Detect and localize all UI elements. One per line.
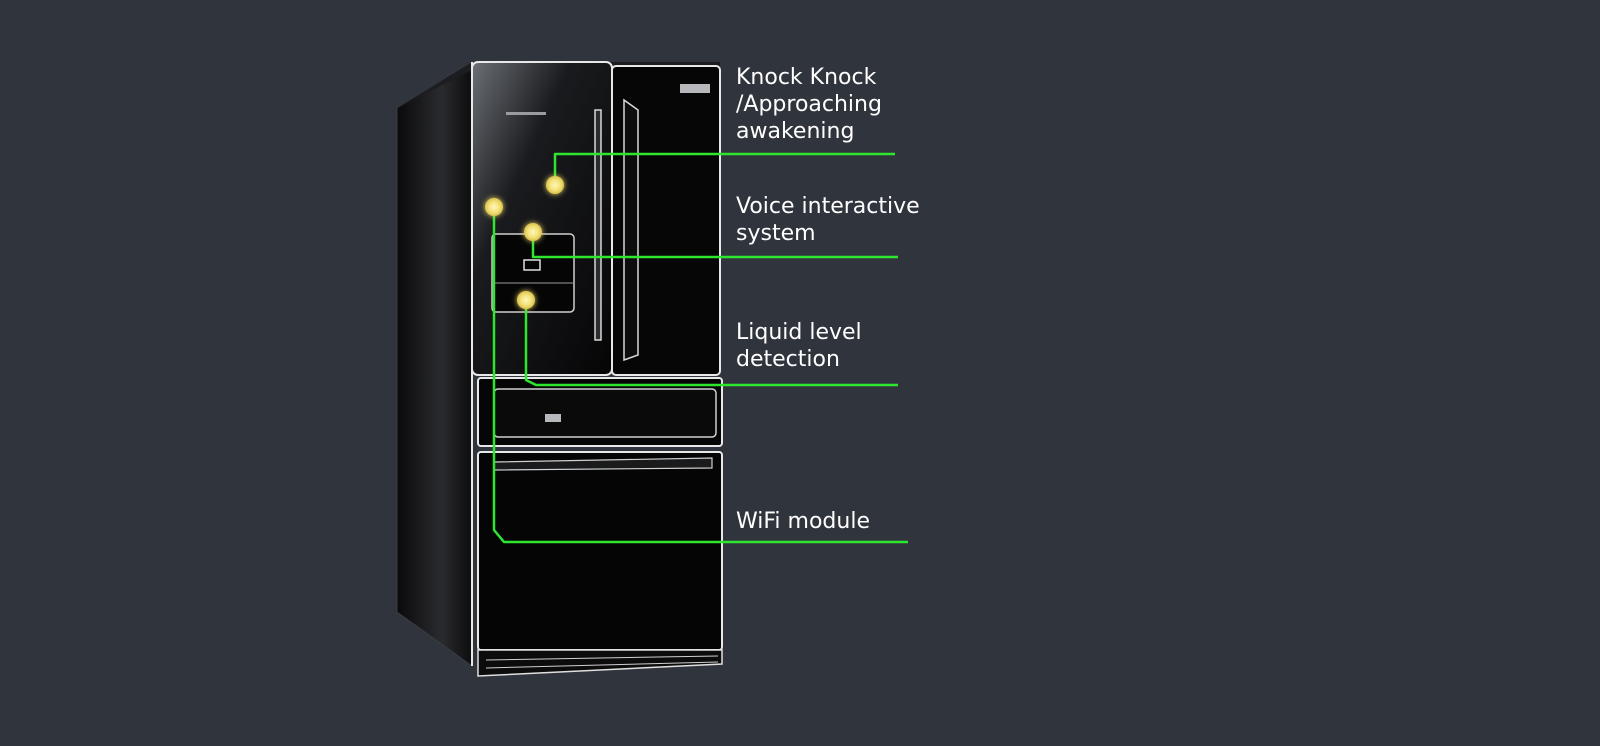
callout-label-line: Voice interactive	[736, 194, 920, 219]
callout-line-knock	[553, 152, 895, 185]
sensor-dot	[546, 176, 564, 194]
callout-line-liquid	[524, 300, 898, 387]
callout-label-liquid: Liquid level detection	[736, 319, 862, 373]
callout-label-line: system	[736, 221, 816, 246]
callout-label-line: awakening	[736, 119, 855, 144]
callout-label-voice: Voice interactive system	[736, 193, 920, 247]
callout-label-knock: Knock Knock /Approaching awakening	[736, 64, 882, 145]
callout-label-line: detection	[736, 347, 840, 372]
sensor-dot	[517, 291, 535, 309]
refrigerator-illustration	[396, 61, 723, 677]
callout-label-line: WiFi module	[736, 509, 870, 534]
sensor-dot	[524, 223, 542, 241]
callout-label-wifi: WiFi module	[736, 508, 870, 535]
callout-line-wifi	[492, 207, 908, 544]
callout-label-line: Knock Knock	[736, 65, 877, 90]
callout-label-line: Liquid level	[736, 320, 862, 345]
sensor-dot	[485, 198, 503, 216]
callout-label-line: /Approaching	[736, 92, 882, 117]
